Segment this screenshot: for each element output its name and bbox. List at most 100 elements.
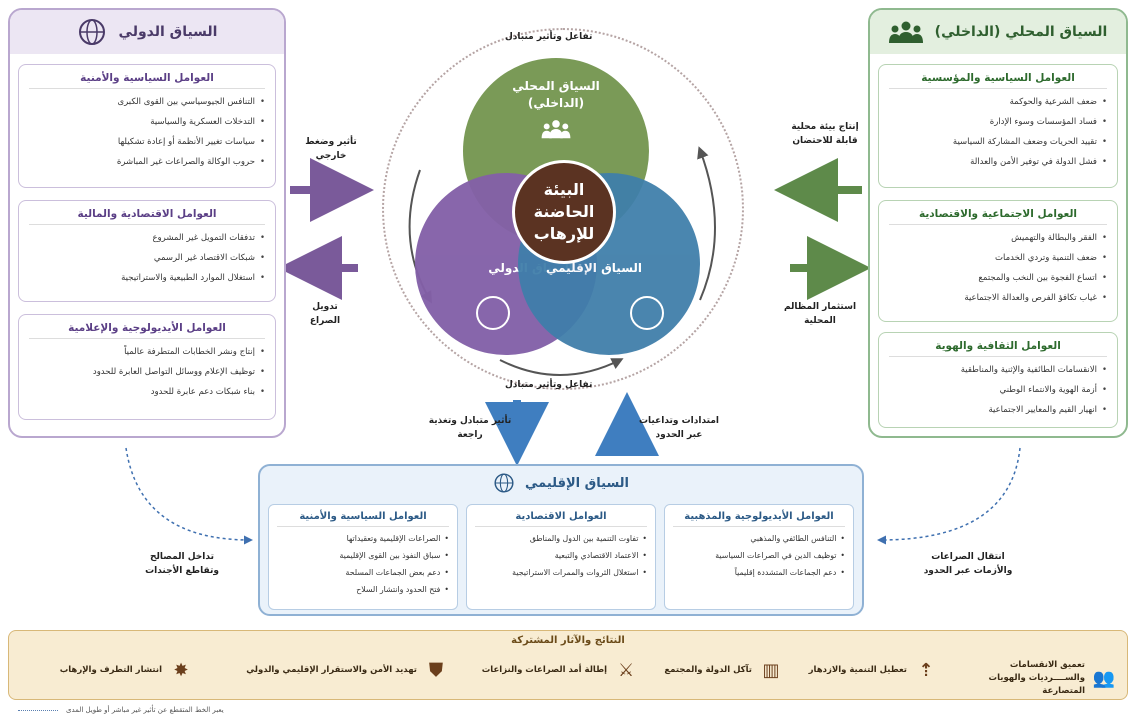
list-item: تدفقات التمويل غير المشروع: [29, 228, 265, 248]
outcome-label: تهديد الأمن والاستقرار الإقليمي والدولي: [246, 664, 417, 675]
intl-box-ideological-title: العوامل الأيديولوجية والإعلامية: [29, 319, 265, 339]
external-pressure-label: تأثير وضغط خارجي: [305, 137, 357, 161]
intl-box-political-title: العوامل السياسية والأمنية: [29, 69, 265, 89]
list-item: غياب تكافؤ الفرص والعدالة الاجتماعية: [889, 288, 1107, 308]
outcome-label: تعطيل التنمية والازدهار: [808, 664, 907, 675]
people-icon: [541, 120, 571, 139]
list-item: الصراعات الإقليمية وتعقيداتها: [277, 530, 449, 547]
mutual-feedback-label: تأثير متبادل وتغذية راجعة: [428, 416, 512, 440]
local-context-panel: السياق المحلي (الداخلي) العوامل السياسية…: [868, 8, 1128, 438]
local-box-social-title: العوامل الاجتماعية والاقتصادية: [889, 205, 1107, 225]
outcome-label: انتشار التطرف والإرهاب: [59, 664, 162, 675]
interaction-ring: [382, 28, 744, 390]
outcomes-title: النتائج والآثار المشتركة: [511, 635, 625, 646]
regional-box-economic-title: العوامل الاقتصادية: [475, 508, 647, 527]
outcome-label: تآكل الدولة والمجتمع: [664, 664, 752, 675]
local-produce-label: إنتاج بيئة محلية قابلة للاحتضان: [791, 122, 859, 146]
list-item: فتح الحدود وانتشار السلاح: [277, 581, 449, 598]
local-box-cultural: العوامل الثقافية والهوية الانقسامات الطا…: [878, 332, 1118, 428]
local-box-political-title: العوامل السياسية والمؤسسية: [889, 69, 1107, 89]
regional-box-political: العوامل السياسية والأمنية الصراعات الإقل…: [268, 504, 458, 610]
list-item: سياسات تغيير الأنظمة أو إعادة تشكيلها: [29, 132, 265, 152]
dashed-connector-left: [125, 447, 253, 545]
regional-panel-header: السياق الإقليمي: [260, 466, 862, 500]
regional-box-political-title: العوامل السياسية والأمنية: [277, 508, 449, 527]
outcome-divisions: 👥 تعميق الانقسامات والســــرديات والهويا…: [965, 659, 1116, 698]
local-panel-header: السياق المحلي (الداخلي): [870, 10, 1126, 54]
shield-icon: ⛊: [429, 659, 443, 681]
globe-icon: [494, 473, 514, 493]
core-label: البيئة الحاضنة للإرهاب: [533, 180, 595, 243]
outcome-extremism: ✸ انتشار التطرف والإرهاب: [60, 659, 192, 681]
legend: يعبر الخط المتقطع عن تأثير غير مباشر أو …: [18, 706, 224, 714]
shared-outcomes-bar: النتائج والآثار المشتركة 👥 تعميق الانقسا…: [8, 630, 1128, 700]
cross-border-label: امتدادات وتداعيات عبر الحدود: [639, 416, 719, 440]
intl-box-economic-title: العوامل الاقتصادية والمالية: [29, 205, 265, 225]
legend-text: يعبر الخط المتقطع عن تأثير غير مباشر أو …: [66, 706, 224, 714]
outcome-label: إطالة أمد الصراعات والنزاعات: [481, 664, 607, 675]
local-circle-label: السياق المحلي (الداخلي): [512, 79, 600, 110]
list-item: سباق النفوذ بين القوى الإقليمية: [277, 547, 449, 564]
intl-box-ideological: العوامل الأيديولوجية والإعلامية إنتاج ون…: [18, 314, 276, 420]
international-context-panel: السياق الدولي العوامل السياسية والأمنية …: [8, 8, 286, 438]
list-item: فشل الدولة في توفير الأمن والعدالة: [889, 152, 1107, 172]
intl-box-political: العوامل السياسية والأمنية التنافس الجيوس…: [18, 64, 276, 188]
list-item: التدخلات العسكرية والسياسية: [29, 112, 265, 132]
list-item: حروب الوكالة والصراعات غير المباشرة: [29, 152, 265, 172]
regional-circle-label: السياق الإقليمي: [546, 261, 643, 275]
outcome-label: تعميق الانقسامات والســــرديات والهويات …: [988, 660, 1085, 696]
list-item: الانقسامات الطائفية والإثنية والمناطقية: [889, 360, 1107, 380]
top-interaction-label: تفاعل وتأثير متبادل: [505, 32, 593, 42]
people-icon: 👥: [1092, 668, 1116, 689]
list-item: الفقر والبطالة والتهميش: [889, 228, 1107, 248]
outcome-state-erosion: ▥ تآكل الدولة والمجتمع: [664, 659, 782, 681]
international-panel-header: السياق الدولي: [10, 10, 284, 54]
list-item: توظيف الإعلام ووسائل التواصل العابرة للح…: [29, 362, 265, 382]
people-group-icon: [888, 21, 923, 43]
list-item: التنافس الجيوسياسي بين القوى الكبرى: [29, 92, 265, 112]
outcome-prolonged-conflict: ⚔ إطالة أمد الصراعات والنزاعات: [482, 659, 637, 681]
outcome-security-threat: ⛊ تهديد الأمن والاستقرار الإقليمي والدول…: [246, 659, 447, 681]
interests-label: تداخل المصالح وتقاطع الأجندات: [145, 552, 219, 576]
list-item: ضعف الشرعية والحوكمة: [889, 92, 1107, 112]
growth-icon: ⇡: [918, 659, 934, 681]
regional-panel-title: السياق الإقليمي: [524, 475, 630, 491]
regional-context-panel: السياق الإقليمي العوامل الأيديولوجية وال…: [258, 464, 864, 616]
conflict-transfer-label: انتقال الصراعات والأزمات عبر الحدود: [923, 552, 1013, 576]
local-box-social: العوامل الاجتماعية والاقتصادية الفقر وال…: [878, 200, 1118, 322]
list-item: دعم الجماعات المتشددة إقليمياً: [673, 564, 845, 581]
list-item: ضعف التنمية وتردي الخدمات: [889, 248, 1107, 268]
list-item: توظيف الدين في الصراعات السياسية: [673, 547, 845, 564]
local-box-political: العوامل السياسية والمؤسسية ضعف الشرعية و…: [878, 64, 1118, 188]
regional-box-ideological: العوامل الأيديولوجية والمذهبية التنافس ا…: [664, 504, 854, 610]
list-item: التنافس الطائفي والمذهبي: [673, 530, 845, 547]
regional-box-economic: العوامل الاقتصادية تفاوت التنمية بين الد…: [466, 504, 656, 610]
list-item: أزمة الهوية والانتماء الوطني: [889, 380, 1107, 400]
list-item: تفاوت التنمية بين الدول والمناطق: [475, 530, 647, 547]
globe-icon: [476, 296, 510, 330]
list-item: استغلال الموارد الطبيعية والاستراتيجية: [29, 268, 265, 288]
local-panel-title: السياق المحلي (الداخلي): [934, 24, 1108, 40]
dashed-line-sample: [18, 709, 58, 711]
list-item: إنتاج ونشر الخطابات المتطرفة عالمياً: [29, 342, 265, 362]
local-box-cultural-title: العوامل الثقافية والهوية: [889, 337, 1107, 357]
outcome-development: ⇡ تعطيل التنمية والازدهار: [809, 659, 937, 681]
globe-icon: [630, 296, 664, 330]
bottom-interaction-label: تفاعل وتأثير متبادل: [505, 380, 593, 390]
swords-icon: ⚔: [617, 659, 635, 681]
globe-icon: [78, 19, 105, 45]
list-item: تقييد الحريات وضعف المشاركة السياسية: [889, 132, 1107, 152]
core-terror-environment: البيئة الحاضنة للإرهاب: [512, 160, 616, 264]
list-item: دعم بعض الجماعات المسلحة: [277, 564, 449, 581]
explosion-icon: ✸: [173, 659, 189, 681]
conflict-intl-label: تدويل الصراع: [309, 302, 341, 326]
list-item: اتساع الفجوة بين النخب والمجتمع: [889, 268, 1107, 288]
list-item: استغلال الثروات والممرات الاستراتيجية: [475, 564, 647, 581]
list-item: الاعتماد الاقتصادي والتبعية: [475, 547, 647, 564]
list-item: شبكات الاقتصاد غير الرسمي: [29, 248, 265, 268]
international-panel-title: السياق الدولي: [118, 24, 218, 40]
list-item: بناء شبكات دعم عابرة للحدود: [29, 382, 265, 402]
buildings-icon: ▥: [762, 659, 780, 681]
dashed-connector-right: [877, 447, 1021, 545]
intl-box-economic: العوامل الاقتصادية والمالية تدفقات التمو…: [18, 200, 276, 302]
